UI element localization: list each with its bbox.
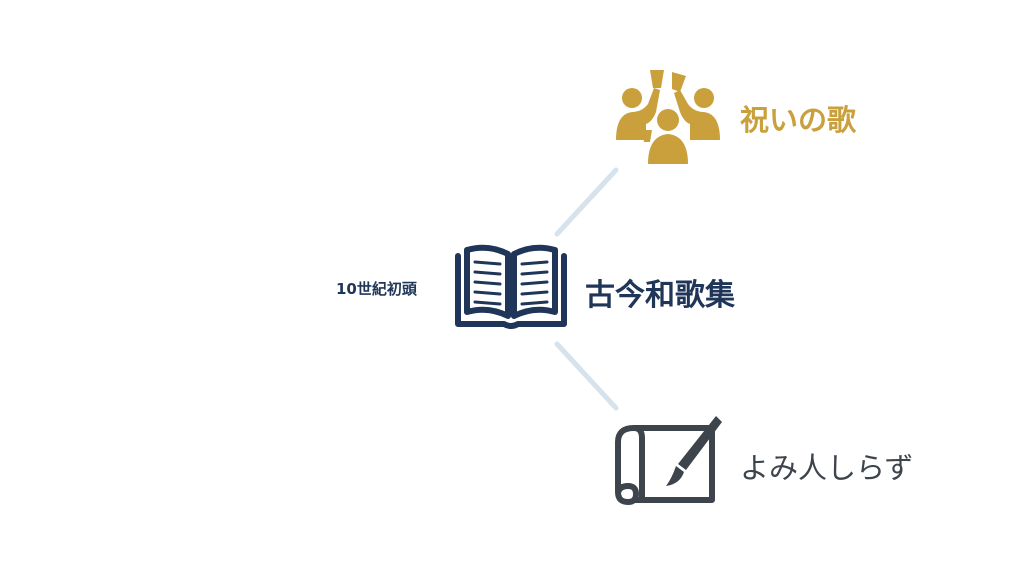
anonymous-author-label: よみ人しらず	[740, 451, 914, 485]
anthology-title: 古今和歌集	[585, 278, 735, 313]
era-label: 10世紀初頭	[336, 280, 417, 298]
celebration-songs-label: 祝いの歌	[740, 103, 857, 137]
open-book-icon	[455, 244, 567, 329]
connector-to-celebration	[554, 167, 619, 237]
connector-to-author	[554, 341, 619, 411]
scroll-brush-icon	[615, 416, 722, 505]
celebration-toast-icon	[616, 70, 720, 164]
